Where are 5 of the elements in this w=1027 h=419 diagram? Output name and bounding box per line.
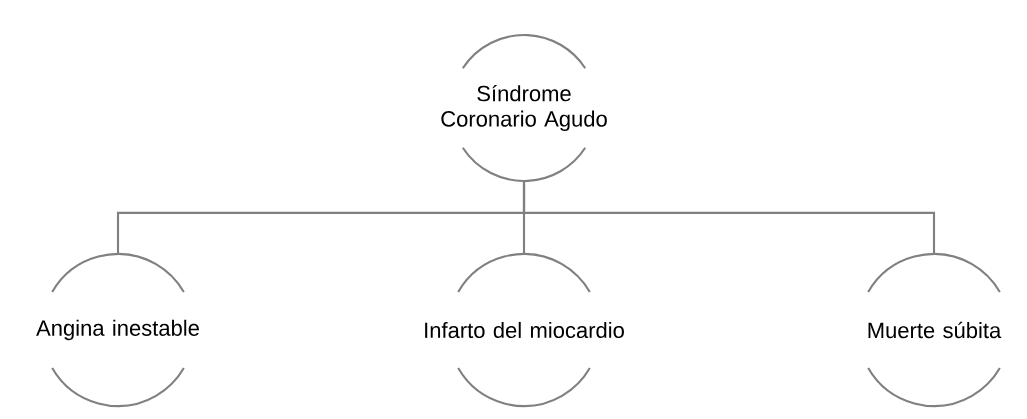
connector-line [522, 180, 936, 254]
circle-node: Angina inestable [36, 252, 199, 408]
circle-node: Infarto del miocardio [425, 252, 624, 408]
circle-node: Muerte súbita [867, 252, 1002, 408]
circle-node: Síndrome Coronario Agudo [441, 34, 607, 182]
